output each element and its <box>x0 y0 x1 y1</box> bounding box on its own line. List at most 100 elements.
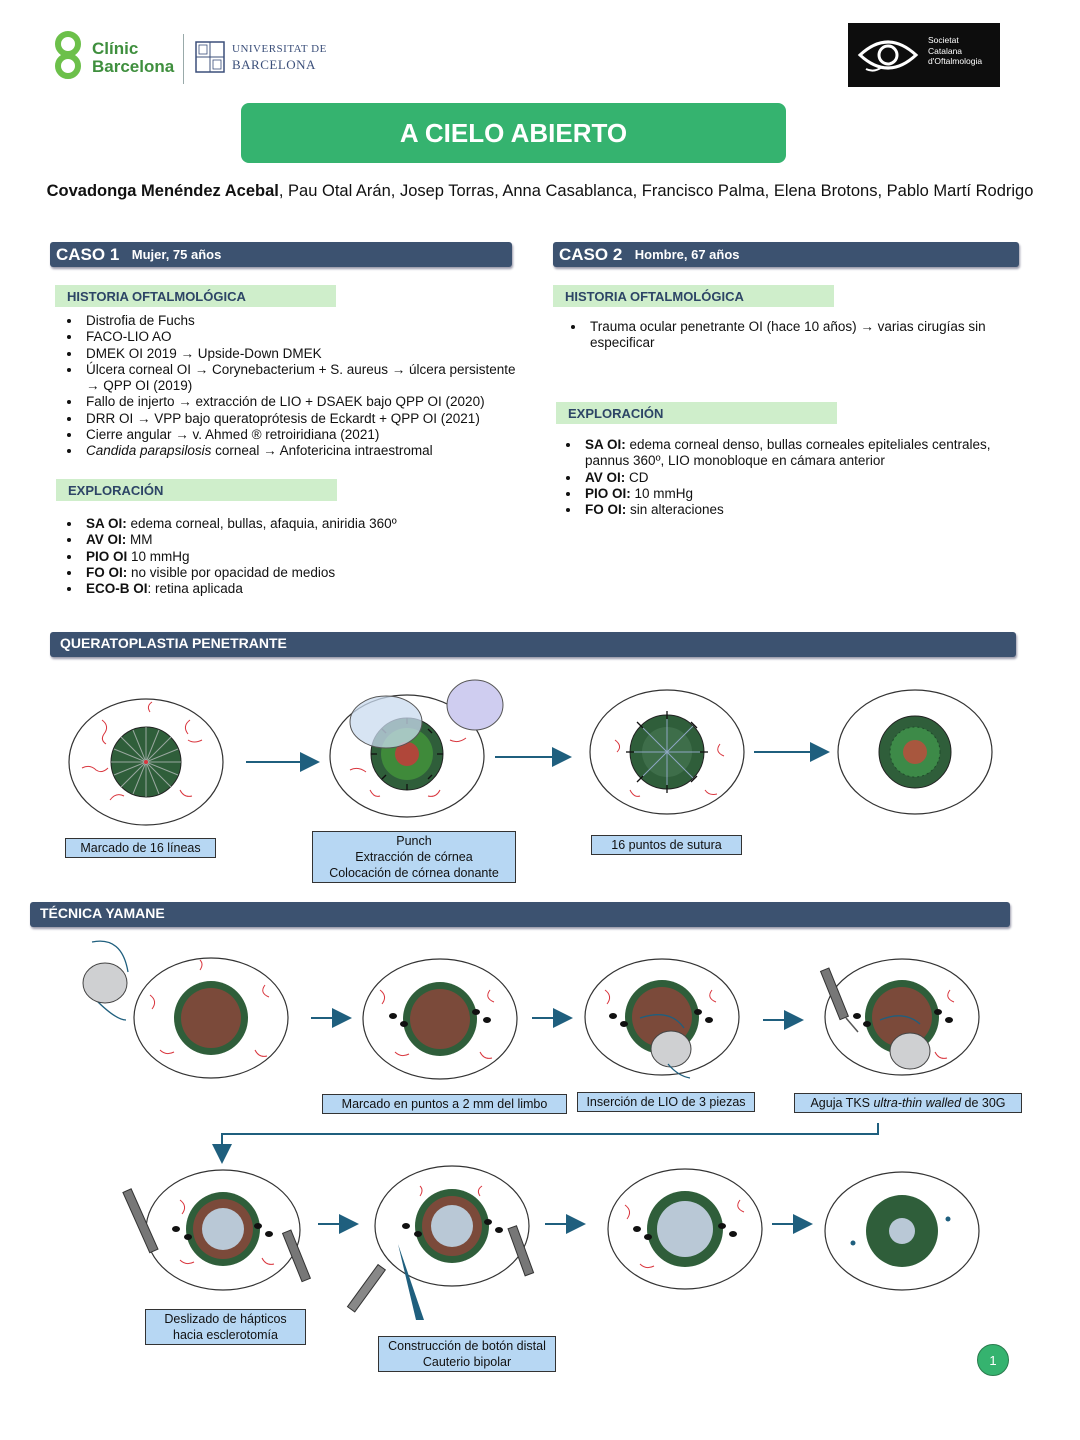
list-item: AV OI: MM <box>82 532 526 548</box>
case1-history-list: Distrofia de Fuchs FACO-LIO AO DMEK OI 2… <box>56 313 526 460</box>
authors-line: Covadonga Menéndez Acebal, Pau Otal Arán… <box>0 182 1080 201</box>
connector-arrow-icon <box>212 1123 879 1164</box>
eye-logo-icon <box>857 40 919 72</box>
caption-line: Cauterio bipolar <box>422 1355 512 1369</box>
list-item-rest: corneal → Anfotericina intraestromal <box>211 443 433 459</box>
society-line3: d'Oftalmologia <box>928 56 983 66</box>
caption-deslizado-hapticos: Deslizado de hápticos hacia esclerotomía <box>145 1309 306 1345</box>
list-item: PIO OI 10 mmHg <box>82 549 526 565</box>
exam-value: 10 mmHg <box>630 485 694 501</box>
list-item: AV OI: CD <box>581 470 1005 486</box>
exam-key: PIO OI: <box>585 485 631 501</box>
caption-part: Aguja TKS <box>810 1096 874 1110</box>
exam-value: no visible por opacidad de medios <box>127 564 336 580</box>
society-line1: Societat <box>928 35 959 45</box>
yamane-eye-6 <box>346 1165 535 1320</box>
caption-line: Extracción de córnea <box>355 850 473 864</box>
case1-header: CASO 1 Mujer, 75 años <box>50 242 512 267</box>
yamane-eye-5 <box>122 1169 312 1291</box>
yamane-eye-3 <box>584 958 740 1079</box>
case2-history-label: HISTORIA OFTALMOLÓGICA <box>553 285 834 307</box>
case2-patient: Hombre, 67 años <box>634 247 740 262</box>
caption-line: hacia esclerotomía <box>173 1328 278 1342</box>
list-item-italic: Candida parapsilosis <box>86 443 212 459</box>
qp-eye-2 <box>329 679 504 818</box>
co-authors: , Pau Otal Arán, Josep Torras, Anna Casa… <box>278 182 1034 200</box>
exam-key: SA OI: <box>86 516 127 531</box>
lead-author: Covadonga Menéndez Acebal <box>46 182 279 200</box>
yamane-eye-8 <box>824 1171 980 1291</box>
exam-key: AV OI: <box>86 532 127 548</box>
clinic-barcelona-logo: Clínic Barcelona <box>48 30 188 86</box>
caption-line: Punch <box>396 834 432 848</box>
qp-eye-1 <box>68 698 224 826</box>
section-yamane-header: TÉCNICA YAMANE <box>30 902 1010 927</box>
case1-exam-label: EXPLORACIÓN <box>56 479 337 501</box>
caption-punch: Punch Extracción de córnea Colocación de… <box>312 831 516 883</box>
yamane-eye-4 <box>819 958 980 1076</box>
clinic-logo-line1: Clínic <box>92 39 139 58</box>
exam-value: edema corneal denso, bullas corneales ep… <box>585 437 991 469</box>
list-item: FO OI: no visible por opacidad de medios <box>82 565 526 581</box>
list-item: DMEK OI 2019 → Upside-Down DMEK <box>82 346 526 362</box>
caption-part-italic: ultra-thin walled <box>873 1096 962 1110</box>
yamane-eye-7 <box>607 1168 763 1290</box>
yamane-eye-2 <box>362 958 518 1080</box>
list-item: PIO OI: 10 mmHg <box>581 486 1005 502</box>
caption-aguja-tks: Aguja TKS ultra-thin walled de 30G <box>794 1093 1022 1113</box>
list-item: SA OI: edema corneal, bullas, afaquia, a… <box>82 516 526 532</box>
exam-key: FO OI: <box>585 502 627 518</box>
exam-value: 10 mmHg <box>127 548 190 564</box>
case1-label: CASO 1 <box>56 245 120 264</box>
list-item: Cierre angular → v. Ahmed ® retroiridian… <box>82 427 526 443</box>
caption-line: Construcción de botón distal <box>388 1339 546 1353</box>
list-item: Fallo de injerto → extracción de LIO + D… <box>82 394 526 410</box>
poster-title: A CIELO ABIERTO <box>241 103 786 163</box>
list-item: DRR OI → VPP bajo queratoprótesis de Eck… <box>82 411 526 427</box>
page-number-badge: 1 <box>977 1344 1009 1376</box>
ub-shield-icon <box>195 41 225 73</box>
exam-value: MM <box>126 532 153 548</box>
exam-key: SA OI: <box>585 437 626 452</box>
exam-key: FO OI: <box>86 564 128 580</box>
list-item: ECO-B OI: retina aplicada <box>82 581 526 597</box>
case2-exam-label: EXPLORACIÓN <box>556 402 837 424</box>
list-item: Distrofia de Fuchs <box>82 313 526 329</box>
caption-marcado-16-lineas: Marcado de 16 líneas <box>65 838 216 858</box>
society-line2: Catalana <box>928 45 963 56</box>
caption-boton-distal: Construcción de botón distal Cauterio bi… <box>378 1336 556 1372</box>
caption-insercion-lio: Inserción de LIO de 3 piezas <box>577 1092 755 1112</box>
case2-exam-list: SA OI: edema corneal denso, bullas corne… <box>555 437 1005 518</box>
exam-value: CD <box>625 469 649 485</box>
case2-header: CASO 2 Hombre, 67 años <box>553 242 1019 267</box>
exam-value: edema corneal, bullas, afaquia, aniridia… <box>126 516 397 531</box>
qp-eye-3 <box>589 689 745 815</box>
exam-key: ECO-B OI <box>86 581 148 597</box>
caption-marcado-puntos: Marcado en puntos a 2 mm del limbo <box>322 1094 567 1114</box>
exam-value: : retina aplicada <box>147 581 243 597</box>
list-item: FO OI: sin alteraciones <box>581 502 1005 518</box>
qp-eye-4 <box>837 689 993 815</box>
caption-line: Deslizado de hápticos <box>164 1312 287 1326</box>
exam-value: sin alteraciones <box>626 502 724 518</box>
exam-key: AV OI: <box>585 469 626 485</box>
ub-line2: BARCELONA <box>232 57 316 72</box>
ub-line1: UNIVERSITAT DE <box>232 43 327 55</box>
case2-label: CASO 2 <box>559 245 623 264</box>
list-item: FACO-LIO AO <box>82 329 526 345</box>
list-item: Candida parapsilosis corneal → Anfoteric… <box>82 443 526 459</box>
list-item: Úlcera corneal OI → Corynebacterium + S.… <box>82 362 526 395</box>
caption-16-puntos-sutura: 16 puntos de sutura <box>591 835 742 855</box>
case1-exam-list: SA OI: edema corneal, bullas, afaquia, a… <box>56 516 526 597</box>
exam-key: PIO OI <box>86 548 128 564</box>
caption-line: Colocación de córnea donante <box>329 866 499 880</box>
clinic-logo-line2: Barcelona <box>92 57 175 76</box>
section-queratoplastia-header: QUERATOPLASTIA PENETRANTE <box>50 632 1016 657</box>
universitat-barcelona-logo: UNIVERSITAT DE BARCELONA <box>183 34 334 84</box>
case2-history-list: Trauma ocular penetrante OI (hace 10 año… <box>560 319 1000 352</box>
clinic-logo-icon <box>55 31 81 79</box>
yamane-eye-1 <box>82 940 289 1079</box>
list-item: Trauma ocular penetrante OI (hace 10 año… <box>586 319 1000 352</box>
caption-part: de 30G <box>961 1096 1006 1110</box>
